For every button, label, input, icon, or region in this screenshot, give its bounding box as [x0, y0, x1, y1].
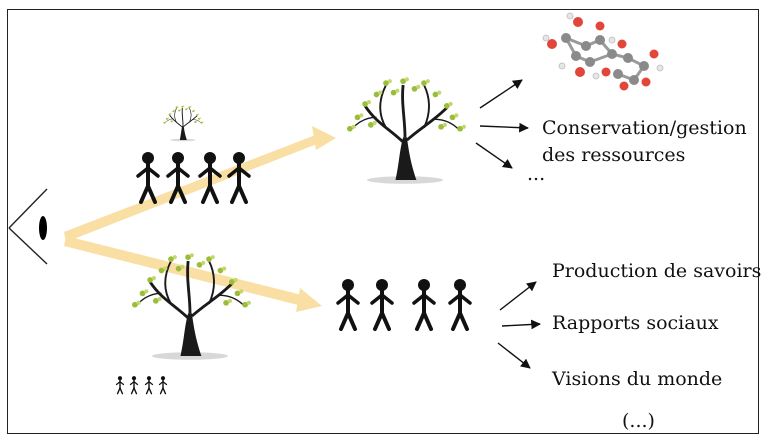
vision-beam-top-head	[312, 126, 336, 150]
arrow-to-ellipsis-top	[475, 142, 513, 169]
vision-beam-top	[64, 134, 322, 242]
arrow-to-visions	[497, 342, 531, 369]
arrow-to-molecule	[479, 79, 523, 109]
label-conservation-line1: Conservation/gestion	[542, 117, 747, 139]
label-conservation-line2: des ressources	[542, 144, 686, 166]
arrow-to-conservation	[479, 122, 529, 133]
label-visions: Visions du monde	[552, 368, 723, 390]
label-rapports: Rapports sociaux	[552, 312, 719, 334]
label-ellipsis-bottom: (...)	[622, 410, 655, 432]
stick-figures-icon	[115, 375, 168, 395]
stick-figures-icon	[336, 277, 472, 331]
molecule-icon	[542, 12, 664, 91]
eye-icon	[8, 188, 48, 265]
label-ellipsis-top: ...	[527, 163, 546, 185]
arrow-to-rapports	[501, 319, 541, 330]
tree-icon	[347, 77, 466, 184]
arrow-to-production	[499, 281, 537, 311]
tree-icon	[163, 105, 203, 141]
vision-beam-bottom	[64, 236, 306, 306]
label-production: Production de savoirs	[552, 260, 762, 282]
vision-beam-bottom-head	[296, 288, 322, 312]
